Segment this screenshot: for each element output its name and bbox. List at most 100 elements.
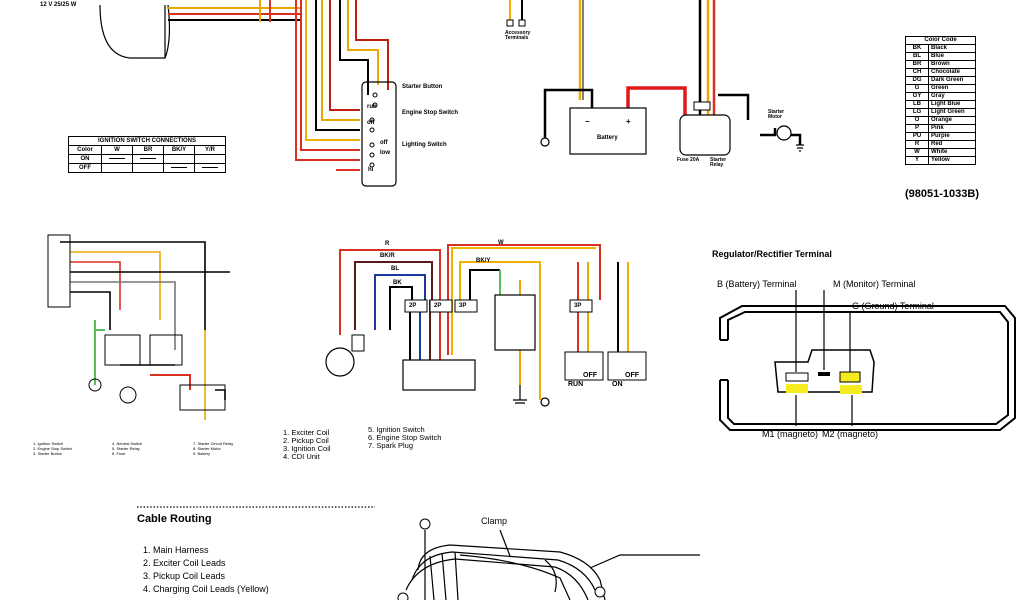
battery-circuit-wires	[543, 0, 802, 145]
ign-cell	[132, 163, 164, 173]
switch-run-label: RUN	[568, 381, 584, 388]
color-code-name: Light Green	[928, 108, 976, 117]
color-code-abbrev: R	[905, 140, 929, 149]
cdi-legend-right: 5. Ignition Switch 6. Engine Stop Switch…	[368, 426, 441, 450]
cdi-unit-box	[402, 359, 476, 391]
color-code-name: Yellow	[928, 156, 976, 165]
switch-contacts	[369, 92, 378, 168]
legend-item: 7. Spark Plug	[368, 441, 414, 450]
starter-motor-small	[119, 386, 137, 404]
cable-item: 4. Charging Coil Leads (Yellow)	[143, 584, 269, 594]
color-code-abbrev: BK	[905, 44, 929, 53]
callout-3	[397, 592, 409, 600]
run-switch-box	[564, 351, 604, 381]
color-code-abbrev: LB	[905, 100, 929, 109]
legend-item: 3. Starter Button	[33, 451, 63, 456]
color-code-name: Light Blue	[928, 100, 976, 109]
connector-2p-b	[429, 299, 453, 313]
harness-bundle-top	[295, 0, 389, 171]
legend-item: 7. Starter Circuit Relay	[193, 441, 234, 446]
starter-motor-symbol	[776, 125, 792, 141]
m2-label: M2 (magneto)	[822, 429, 879, 439]
color-code-name: Blue	[928, 52, 976, 61]
spark-plug-ground	[513, 385, 550, 407]
starter-legend-col2: 4. Neutral Switch 5. Starter Relay 6. Fu…	[112, 441, 142, 456]
ign-header-br: BR	[132, 145, 164, 155]
monitor-terminal-label: M (Monitor) Terminal	[833, 279, 916, 289]
ign-cell	[194, 163, 226, 173]
m1-label: M1 (magneto)	[762, 429, 819, 439]
engine-stop-label: Engine Stop Switch	[402, 110, 459, 116]
starter-relay-symbol	[679, 114, 731, 156]
color-code-abbrev: BR	[905, 60, 929, 69]
color-code-title: Color Code	[905, 36, 976, 45]
color-code-abbrev: DG	[905, 76, 929, 85]
ign-cell	[194, 154, 226, 164]
switch-housing	[361, 81, 397, 187]
cable-item: 3. Pickup Coil Leads	[143, 571, 226, 581]
headlight-wires	[168, 0, 300, 22]
terminal-m1	[786, 384, 808, 393]
starter-button-label: Starter Button	[402, 84, 443, 90]
legend-item: 4. CDI Unit	[283, 452, 320, 461]
ground-terminal-label: G (Ground) Terminal	[852, 301, 934, 311]
pickup-coil-symbol	[351, 334, 365, 352]
cdi-wire-bkr: BK/R	[380, 253, 395, 259]
connector-2p-a	[404, 299, 428, 313]
starter-relay-label: Starter Relay	[710, 157, 727, 168]
color-code-name: Purple	[928, 132, 976, 141]
connector-2p-a-label: 2P	[409, 303, 417, 309]
connector-3p-a	[454, 299, 478, 313]
cdi-circuit-wires	[339, 244, 629, 400]
starter-circuit-relay-block	[149, 334, 183, 366]
cdi-wire-r: R	[385, 241, 390, 247]
ignition-switch-block	[47, 234, 71, 308]
color-code-abbrev: PU	[905, 132, 929, 141]
legend-item: 2. Engine Stop Switch	[33, 446, 73, 451]
color-code-abbrev: W	[905, 148, 929, 157]
color-code-abbrev: Y	[905, 156, 929, 165]
svg-text:+: +	[626, 117, 631, 126]
ign-header-yr: Y/R	[194, 145, 226, 155]
ign-cell	[101, 154, 133, 164]
cable-routing-title: Cable Routing	[137, 513, 212, 525]
starter-motor-label: Starter Motor	[768, 109, 785, 120]
ignition-table-title: IGNITION SWITCH CONNECTIONS	[68, 136, 226, 146]
legend-item: 9. Battery	[193, 451, 211, 456]
connector-3p-b	[569, 299, 593, 313]
regulator-outline	[719, 305, 1016, 431]
color-code-name: Gray	[928, 92, 976, 101]
connector-2p-b-label: 2P	[434, 303, 442, 309]
off-label: off	[367, 120, 375, 126]
cdi-wire-bky: BK/Y	[476, 258, 491, 264]
battery-label: Battery	[597, 135, 618, 141]
cable-item: 1. Main Harness	[143, 545, 209, 555]
starter-relay-block	[104, 334, 141, 366]
legend-item: 6. Fuse	[112, 451, 126, 456]
regulator-title: Regulator/Rectifier Terminal	[712, 249, 832, 259]
accessory-terminals-label: Accessory Terminals	[505, 30, 531, 41]
color-code-name: Pink	[928, 124, 976, 133]
color-code-abbrev: P	[905, 124, 929, 133]
ign-cell	[163, 154, 195, 164]
terminal-m2	[840, 385, 862, 394]
terminal-b	[785, 372, 809, 382]
part-number: (98051-1033B)	[905, 188, 979, 200]
ign-header-color: Color	[68, 145, 102, 155]
switch-on-label: ON	[612, 381, 623, 388]
accessory-terminals	[506, 0, 526, 27]
connector-3p-b-label: 3P	[574, 303, 582, 309]
ign-cell	[132, 154, 164, 164]
color-code-name: Brown	[928, 60, 976, 69]
